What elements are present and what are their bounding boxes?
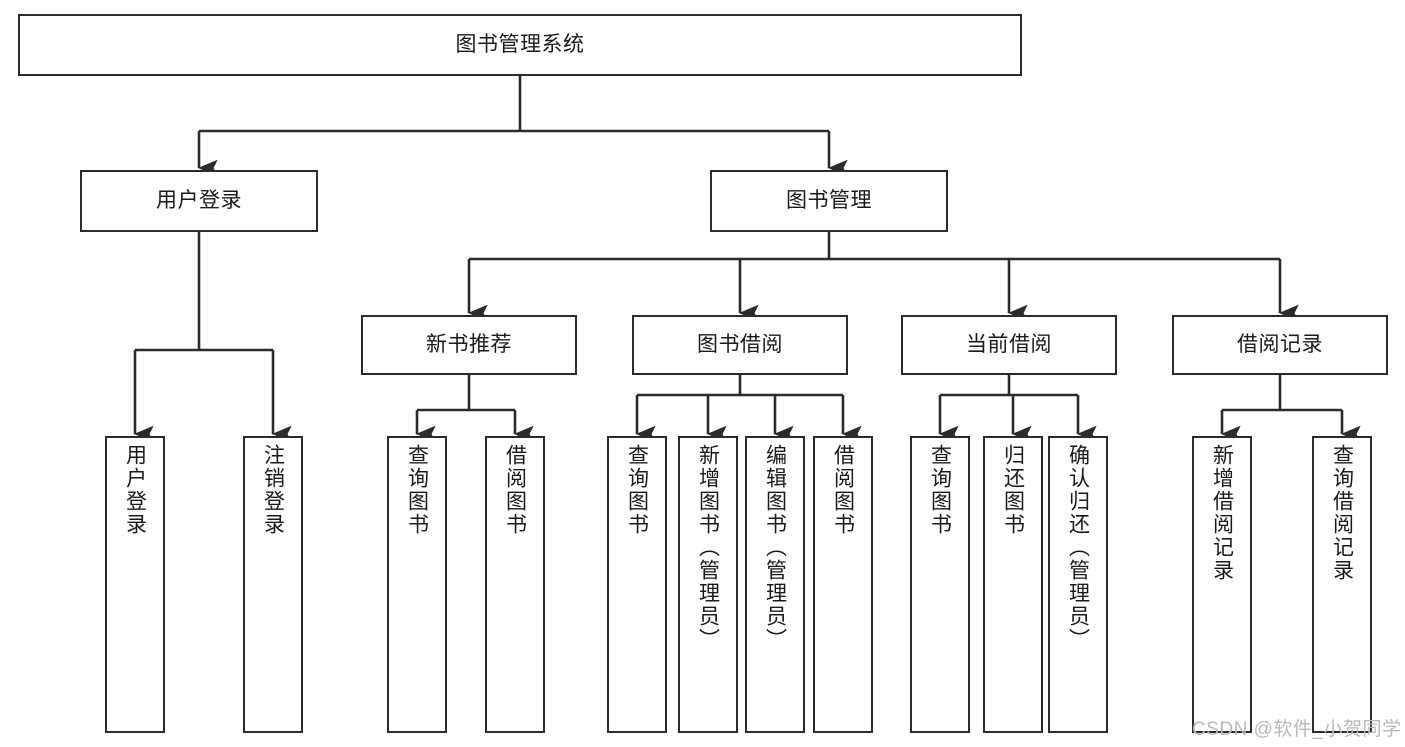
node-new-book-rec: 新书推荐	[361, 315, 577, 375]
node-leaf-user-logout: 注销登录	[243, 436, 303, 733]
node-leaf-rec-borrow: 借阅图书	[485, 436, 545, 733]
node-label-leaf-rec-query: 查询图书	[405, 444, 429, 536]
node-label-leaf-bb-borrow: 借阅图书	[831, 444, 855, 536]
node-borrow-record: 借阅记录	[1172, 315, 1388, 375]
node-label-leaf-user-login: 用户登录	[123, 444, 147, 536]
node-book-borrow: 图书借阅	[632, 315, 848, 375]
node-leaf-bb-query: 查询图书	[607, 436, 667, 733]
node-label-leaf-br-query: 查询借阅记录	[1330, 444, 1354, 582]
node-label-leaf-user-logout: 注销登录	[261, 444, 285, 536]
node-label-book-borrow: 图书借阅	[697, 333, 783, 357]
node-label-new-book-rec: 新书推荐	[426, 333, 512, 357]
csdn-watermark: CSDN @软件_小贺同学	[1192, 719, 1402, 740]
node-label-leaf-cb-return: 归还图书	[1001, 444, 1025, 536]
node-label-leaf-br-add: 新增借阅记录	[1210, 444, 1234, 582]
node-leaf-cb-confirm: 确认归还（管理员）	[1048, 436, 1108, 733]
node-label-leaf-bb-query: 查询图书	[625, 444, 649, 536]
node-leaf-rec-query: 查询图书	[387, 436, 447, 733]
node-current-borrow: 当前借阅	[901, 315, 1117, 375]
node-book-manage: 图书管理	[710, 170, 948, 232]
node-label-root: 图书管理系统	[455, 33, 585, 57]
node-label-borrow-record: 借阅记录	[1237, 333, 1323, 357]
node-label-leaf-cb-query: 查询图书	[928, 444, 952, 536]
node-user-login: 用户登录	[80, 170, 318, 232]
node-label-current-borrow: 当前借阅	[966, 333, 1052, 357]
node-label-book-manage: 图书管理	[786, 189, 872, 213]
node-leaf-cb-query: 查询图书	[910, 436, 970, 733]
node-root: 图书管理系统	[18, 14, 1022, 76]
node-label-user-login: 用户登录	[156, 189, 242, 213]
node-leaf-user-login: 用户登录	[105, 436, 165, 733]
node-label-leaf-rec-borrow: 借阅图书	[503, 444, 527, 536]
node-label-leaf-cb-confirm: 确认归还（管理员）	[1066, 444, 1090, 651]
node-leaf-br-query: 查询借阅记录	[1312, 436, 1372, 733]
node-leaf-bb-edit: 编辑图书（管理员）	[745, 436, 805, 733]
node-leaf-bb-borrow: 借阅图书	[813, 436, 873, 733]
node-leaf-bb-add: 新增图书（管理员）	[678, 436, 738, 733]
node-label-leaf-bb-add: 新增图书（管理员）	[696, 444, 720, 651]
node-leaf-cb-return: 归还图书	[983, 436, 1043, 733]
node-label-leaf-bb-edit: 编辑图书（管理员）	[763, 444, 787, 651]
node-leaf-br-add: 新增借阅记录	[1192, 436, 1252, 733]
